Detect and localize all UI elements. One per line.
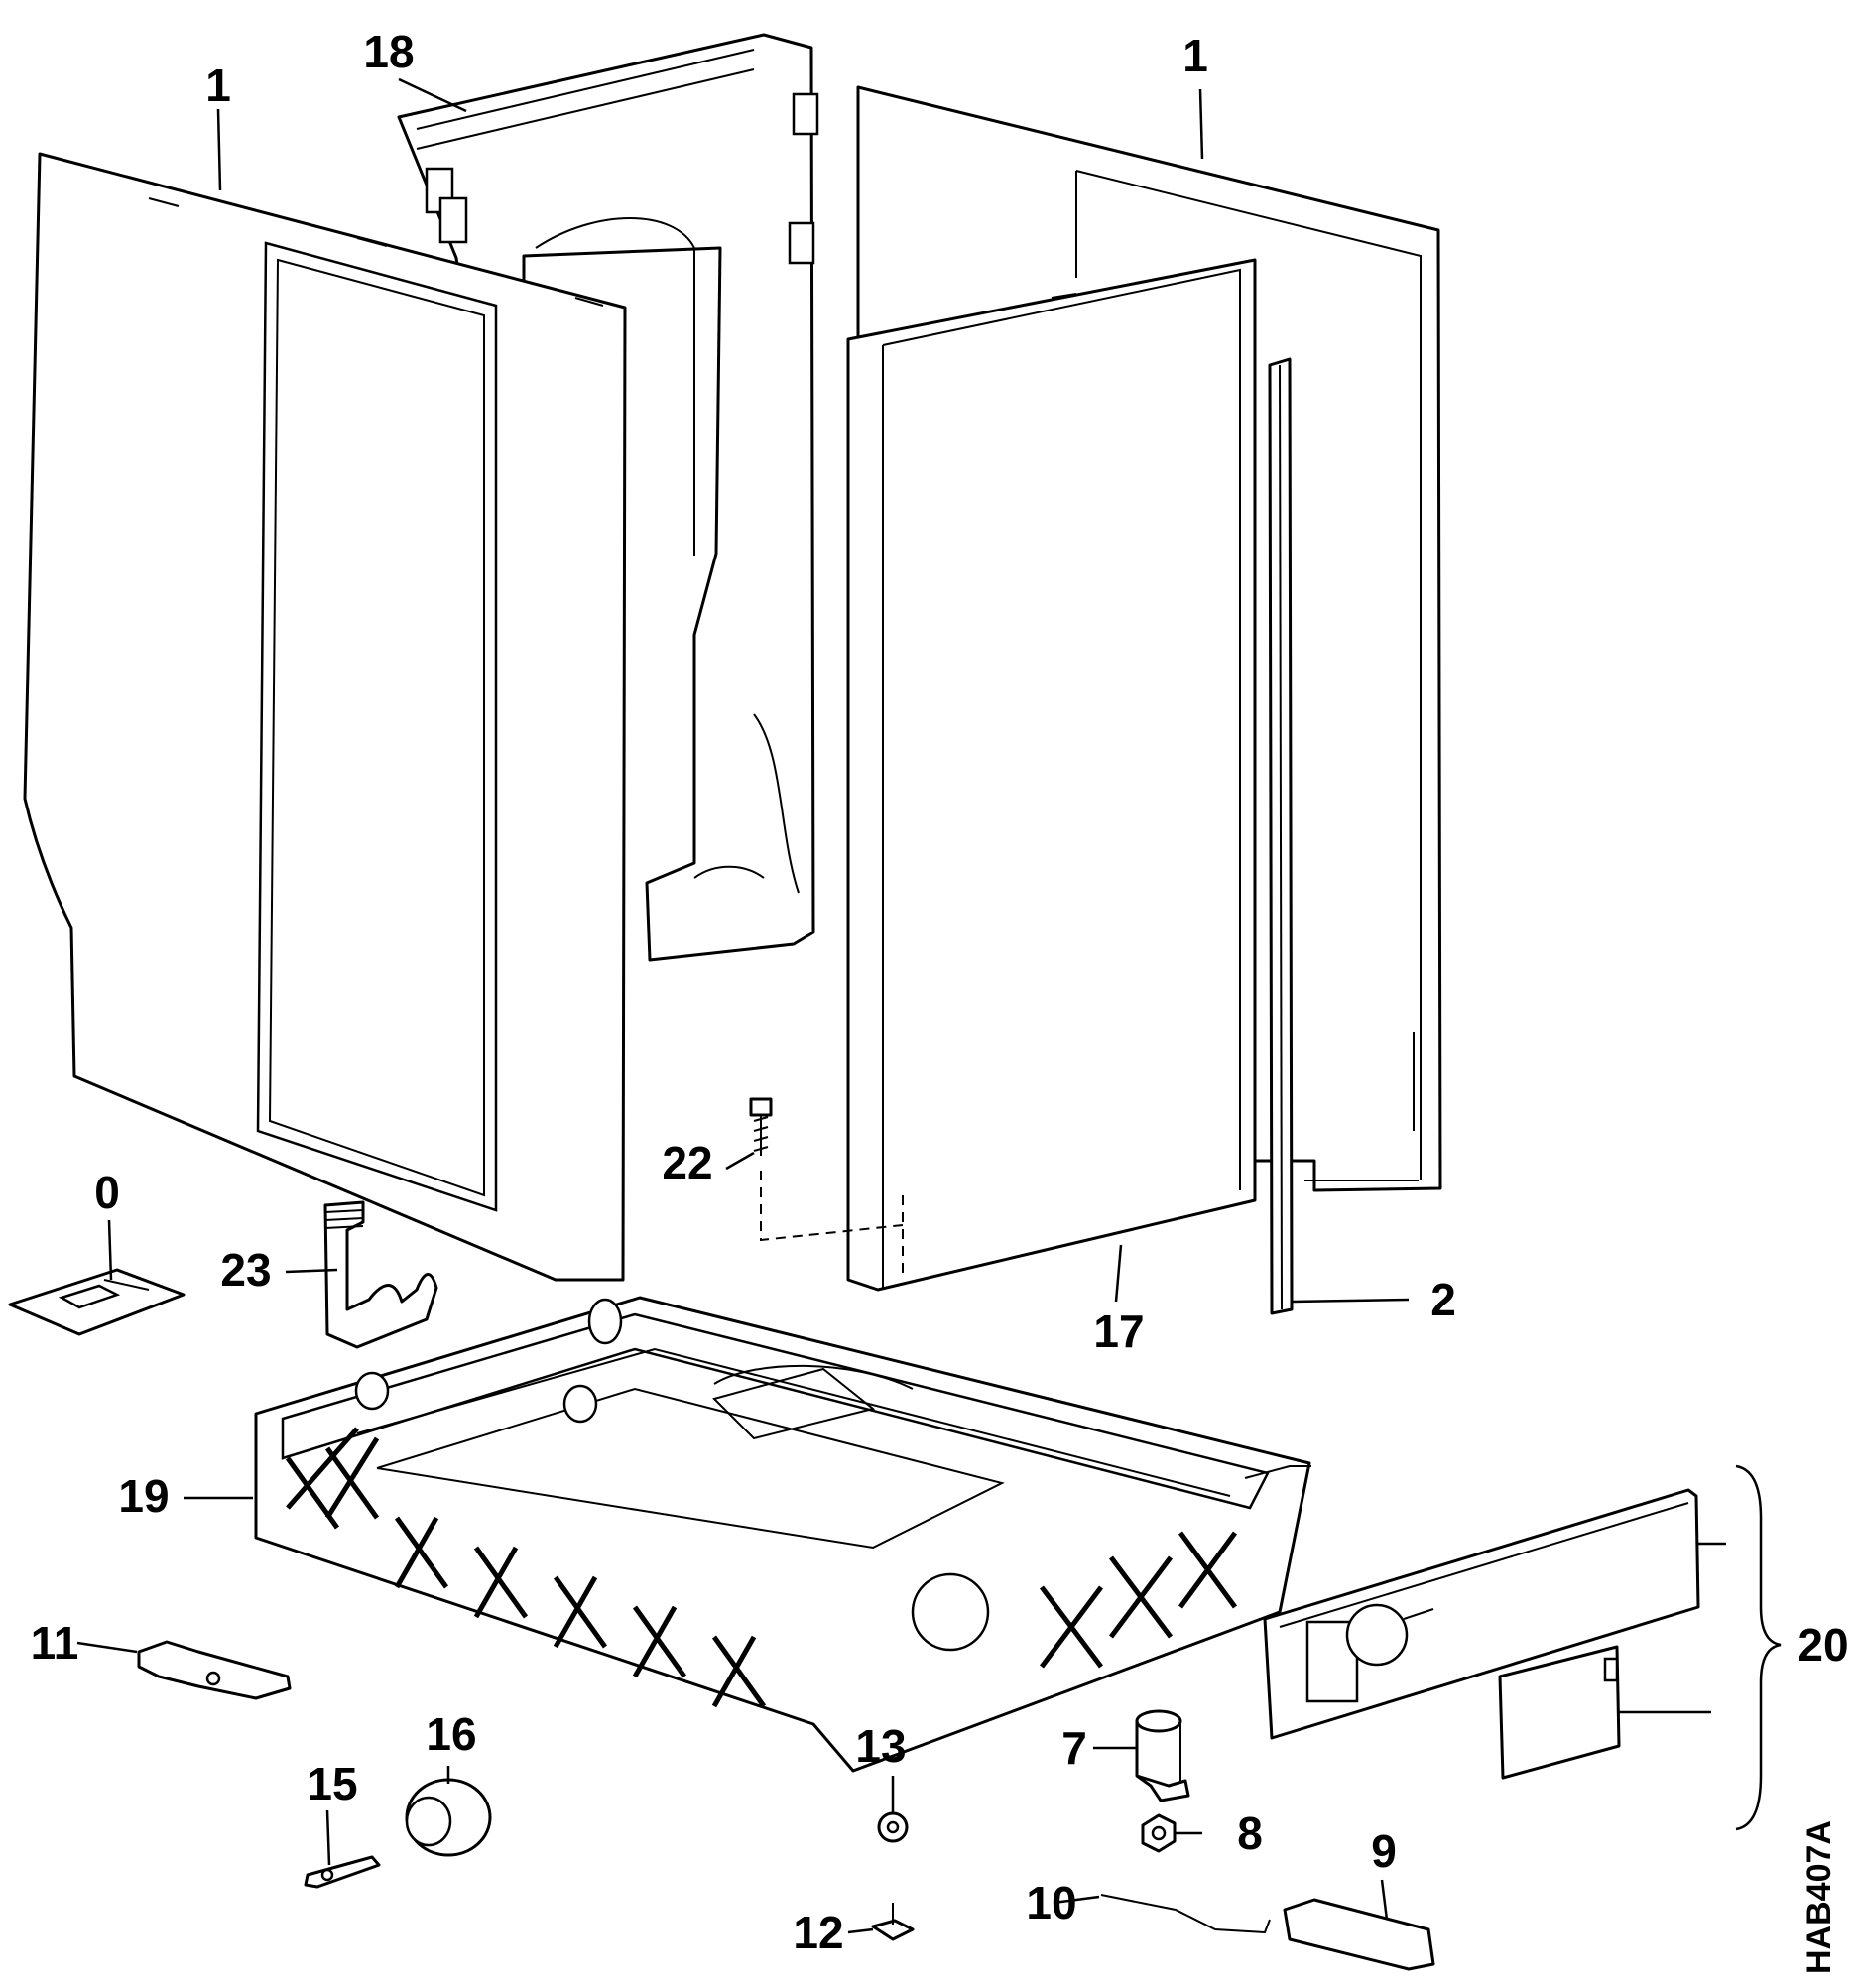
callout-labels: 1 1 18 17 2 22 0 23 19 20 11 16 15 13 12… [31, 26, 1849, 1958]
rod [1100, 1894, 1271, 1934]
callout-nut: 8 [1237, 1807, 1263, 1859]
drawing-code: HAB407A [1800, 1820, 1838, 1974]
foot [405, 1778, 492, 1857]
callout-bracket: 11 [31, 1617, 79, 1669]
bracket [137, 1640, 292, 1700]
callout-doc: 0 [94, 1167, 120, 1218]
catch [304, 1855, 381, 1889]
callout-washer: 13 [855, 1720, 906, 1772]
plinth-panel [1263, 1488, 1700, 1740]
callout-left-panel: 1 [205, 60, 231, 111]
back-panel [397, 33, 819, 962]
callout-back-panel: 18 [363, 26, 414, 77]
callout-base: 19 [118, 1470, 169, 1522]
callout-strip: 2 [1430, 1274, 1456, 1325]
plinth-cover [1498, 1645, 1621, 1780]
callout-block: 9 [1371, 1825, 1397, 1877]
pin [871, 1903, 915, 1941]
callout-clip: 23 [220, 1244, 271, 1296]
block [1283, 1898, 1435, 1971]
base-frame [254, 1296, 1311, 1773]
callout-pin: 12 [793, 1907, 843, 1958]
leader-lines [76, 77, 1726, 1934]
screw [749, 1097, 904, 1280]
callout-cap: 7 [1061, 1722, 1087, 1774]
clip [323, 1200, 438, 1349]
cap [1135, 1709, 1190, 1802]
plinth-brace [1735, 1464, 1782, 1831]
callout-front-panel: 17 [1093, 1305, 1144, 1357]
callout-plinth: 20 [1798, 1619, 1848, 1671]
callout-screw: 22 [662, 1137, 712, 1188]
nut [1141, 1813, 1177, 1853]
callout-foot: 16 [426, 1708, 476, 1760]
front-panel [846, 258, 1257, 1292]
vertical-strip [1268, 357, 1294, 1315]
left-side-panel [23, 152, 627, 1282]
washer [877, 1811, 909, 1843]
callout-catch: 15 [307, 1758, 357, 1809]
callout-right-panel: 1 [1182, 30, 1208, 81]
documentation-sheet [8, 1268, 186, 1336]
callout-rod: 10 [1026, 1877, 1076, 1928]
